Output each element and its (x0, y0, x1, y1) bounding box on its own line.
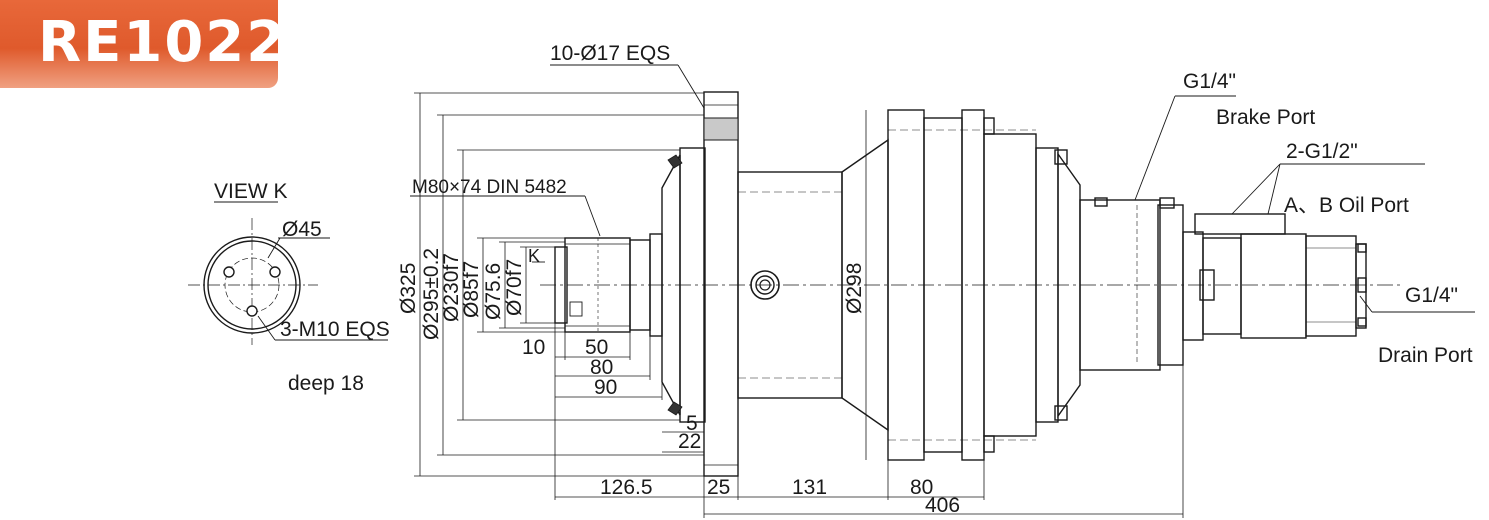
brake-port-label: Brake Port (1216, 106, 1315, 129)
diameter-dimensions (414, 92, 867, 477)
dim-length-50: 50 (585, 336, 608, 359)
drain-thread-label: G1/4" (1405, 284, 1458, 307)
length-dimensions (554, 323, 1184, 518)
dim-length-80: 80 (590, 356, 613, 379)
dim-length-80-b: 80 (910, 476, 933, 499)
model-badge: RE1022 (0, 0, 285, 88)
dim-length-22: 22 (678, 430, 701, 453)
dim-diameter-85: Ø85f7 (460, 261, 483, 318)
brake-section (1079, 197, 1184, 371)
spline-label: M80×74 DIN 5482 (412, 177, 567, 198)
view-k-diameter: Ø45 (282, 218, 322, 241)
gearbox-body (737, 109, 1081, 461)
model-title: RE1022 (38, 10, 288, 75)
view-k-title: VIEW K (214, 180, 288, 203)
view-k-thread: 3-M10 EQS (280, 318, 390, 341)
dim-length-131: 131 (792, 476, 827, 499)
k-view-marker: K (528, 246, 540, 266)
drain-port-label: Drain Port (1378, 344, 1473, 367)
mounting-flange (661, 91, 739, 477)
hydraulic-motor (1182, 213, 1367, 341)
dim-diameter-230: Ø230f7 (440, 253, 463, 322)
leader-lines (410, 64, 1475, 313)
dim-length-5: 5 (686, 412, 698, 435)
dim-length-406: 406 (925, 494, 960, 517)
dim-length-10: 10 (522, 336, 545, 359)
dim-diameter-298: Ø298 (843, 263, 866, 314)
dim-length-90: 90 (594, 376, 617, 399)
brake-thread-label: G1/4" (1183, 70, 1236, 93)
view-k-drawing (188, 201, 388, 345)
oil-port-label: A、B Oil Port (1284, 194, 1409, 217)
dim-length-126-5: 126.5 (600, 476, 653, 499)
bolt-holes-label: 10-Ø17 EQS (550, 42, 670, 65)
dim-diameter-75: Ø75.6 (482, 263, 505, 320)
dim-length-25: 25 (707, 476, 730, 499)
dim-diameter-295: Ø295±0.2 (420, 248, 443, 340)
oil-thread-label: 2-G1/2" (1286, 140, 1358, 163)
dim-diameter-70: Ø70f7 (503, 259, 526, 316)
dim-diameter-325: Ø325 (397, 263, 420, 314)
view-k-depth: deep 18 (288, 372, 364, 395)
